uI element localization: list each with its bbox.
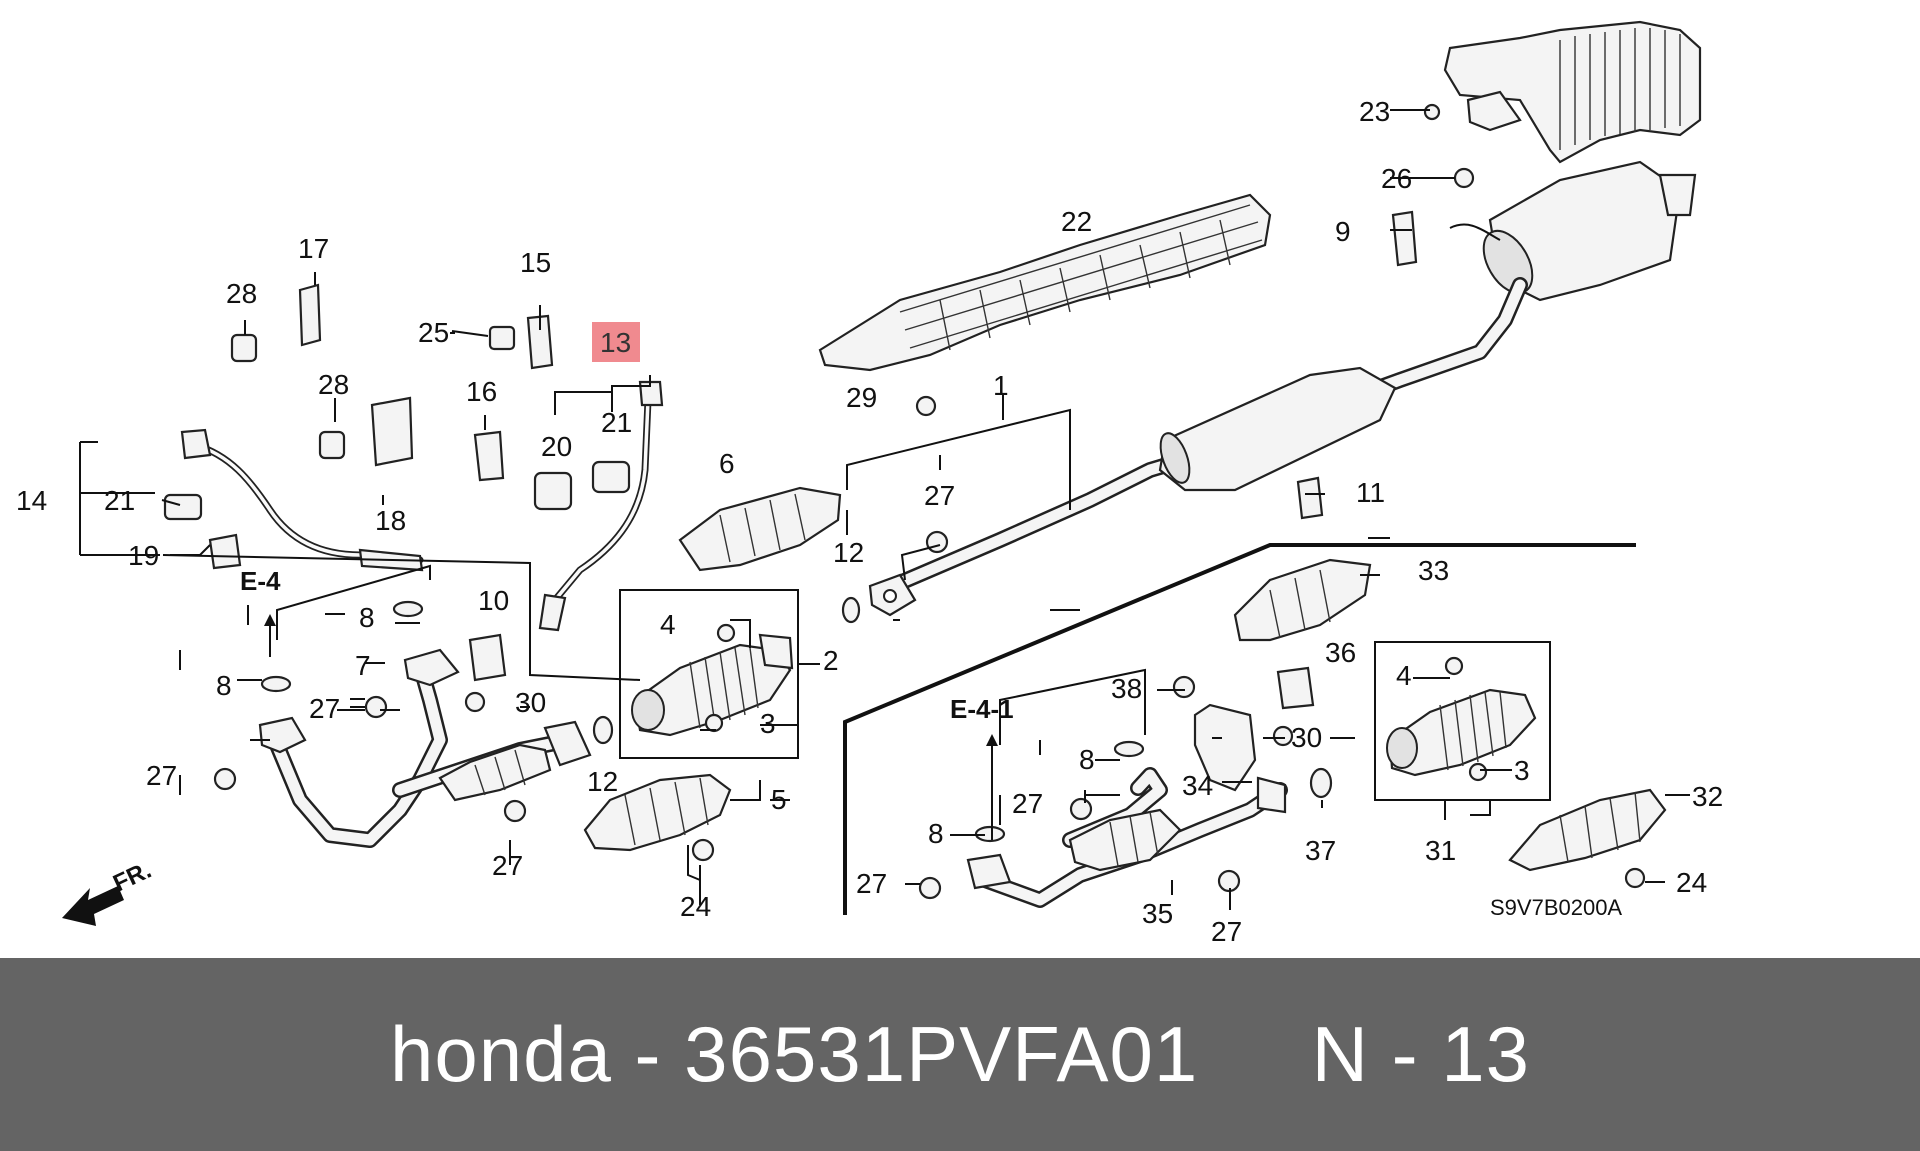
callout-27b: 27 (309, 693, 340, 724)
front-direction-arrow: FR. (62, 857, 156, 926)
callout-38: 38 (1111, 673, 1142, 704)
callout-13: 13 (600, 327, 631, 358)
rear-heat-shield (1443, 20, 1702, 164)
callout-37: 37 (1305, 835, 1336, 866)
section-e4: E-4 (240, 566, 281, 657)
exhaust-parts-diagram: E-4 E-4-1 FR. 1 2 3 3 4 4 5 6 7 8 8 8 8 … (16, 20, 1723, 947)
callout-10: 10 (478, 585, 509, 616)
section-label-e4: E-4 (240, 566, 281, 596)
footer-bar: honda - 36531PVFA01 N - 13 (0, 958, 1920, 1151)
callout-9: 9 (1335, 216, 1351, 247)
callout-18: 18 (375, 505, 406, 536)
catalytic-converter-2 (619, 589, 799, 759)
callout-19: 19 (128, 540, 159, 571)
callout-26: 26 (1381, 163, 1412, 194)
callout-29: 29 (846, 382, 877, 413)
callout-4b: 4 (1396, 660, 1412, 691)
callout-31: 31 (1425, 835, 1456, 866)
front-exhaust-pipe (258, 648, 592, 848)
callout-2: 2 (823, 645, 839, 676)
callout-6: 6 (719, 448, 735, 479)
callout-27a: 27 (924, 480, 955, 511)
heat-shield-34 (1193, 703, 1257, 792)
callout-7: 7 (355, 650, 371, 681)
callout-21b: 21 (601, 407, 632, 438)
callout-34: 34 (1182, 770, 1213, 801)
callout-labels: 1 2 3 3 4 4 5 6 7 8 8 8 8 9 10 11 12 12 … (16, 96, 1723, 947)
small-hardware (163, 103, 1646, 900)
callout-8d: 8 (928, 818, 944, 849)
callout-28a: 28 (226, 278, 257, 309)
callout-27c: 27 (146, 760, 177, 791)
callout-23: 23 (1359, 96, 1390, 127)
callout-22: 22 (1061, 206, 1092, 237)
callout-27d: 27 (492, 850, 523, 881)
callout-8b: 8 (216, 670, 232, 701)
center-pipe-assembly (868, 277, 1528, 617)
footer-part-label: honda - 36531PVFA01 N - 13 (389, 1010, 1531, 1098)
rear-oxygen-sensor (180, 428, 424, 572)
callout-14: 14 (16, 485, 47, 516)
callout-25: 25 (418, 317, 449, 348)
callout-20: 20 (541, 431, 572, 462)
callout-5: 5 (771, 784, 787, 815)
callout-8c: 8 (1079, 744, 1095, 775)
floor-heat-shield (818, 193, 1272, 372)
callout-21a: 21 (104, 485, 135, 516)
callout-16: 16 (466, 376, 497, 407)
callout-15: 15 (520, 247, 551, 278)
front-oxygen-sensor (538, 380, 664, 632)
callout-24b: 24 (1676, 867, 1707, 898)
catalog-code: S9V7B0200A (1490, 895, 1622, 920)
callout-12b: 12 (587, 766, 618, 797)
section-e41: E-4-1 (950, 694, 1014, 840)
callout-27g: 27 (1211, 916, 1242, 947)
callout-3b: 3 (1514, 755, 1530, 786)
section-label-e41: E-4-1 (950, 694, 1014, 724)
callout-3a: 3 (760, 708, 776, 739)
leader-lines (79, 109, 1690, 910)
callout-4a: 4 (660, 609, 676, 640)
callout-32: 32 (1692, 781, 1723, 812)
callout-12a: 12 (833, 537, 864, 568)
callout-27f: 27 (856, 868, 887, 899)
callout-35: 35 (1142, 898, 1173, 929)
callout-33: 33 (1418, 555, 1449, 586)
callout-17: 17 (298, 233, 329, 264)
callout-1: 1 (993, 370, 1009, 401)
callout-30b: 30 (1291, 722, 1322, 753)
heat-shield-32 (1508, 788, 1667, 872)
section-divider (843, 543, 1636, 915)
upper-converter-shield (678, 486, 842, 572)
callout-8a: 8 (359, 602, 375, 633)
heat-shield-33 (1233, 558, 1372, 642)
callout-27e: 27 (1012, 788, 1043, 819)
callout-24a: 24 (680, 891, 711, 922)
callout-30a: 30 (515, 687, 546, 718)
callout-28b: 28 (318, 369, 349, 400)
front-exhaust-pipe-alt (966, 767, 1288, 908)
rear-muffler (1449, 160, 1697, 302)
callout-11: 11 (1356, 477, 1385, 508)
callout-36: 36 (1325, 637, 1356, 668)
lower-converter-shield (583, 773, 732, 852)
highlight-13 (592, 322, 640, 362)
